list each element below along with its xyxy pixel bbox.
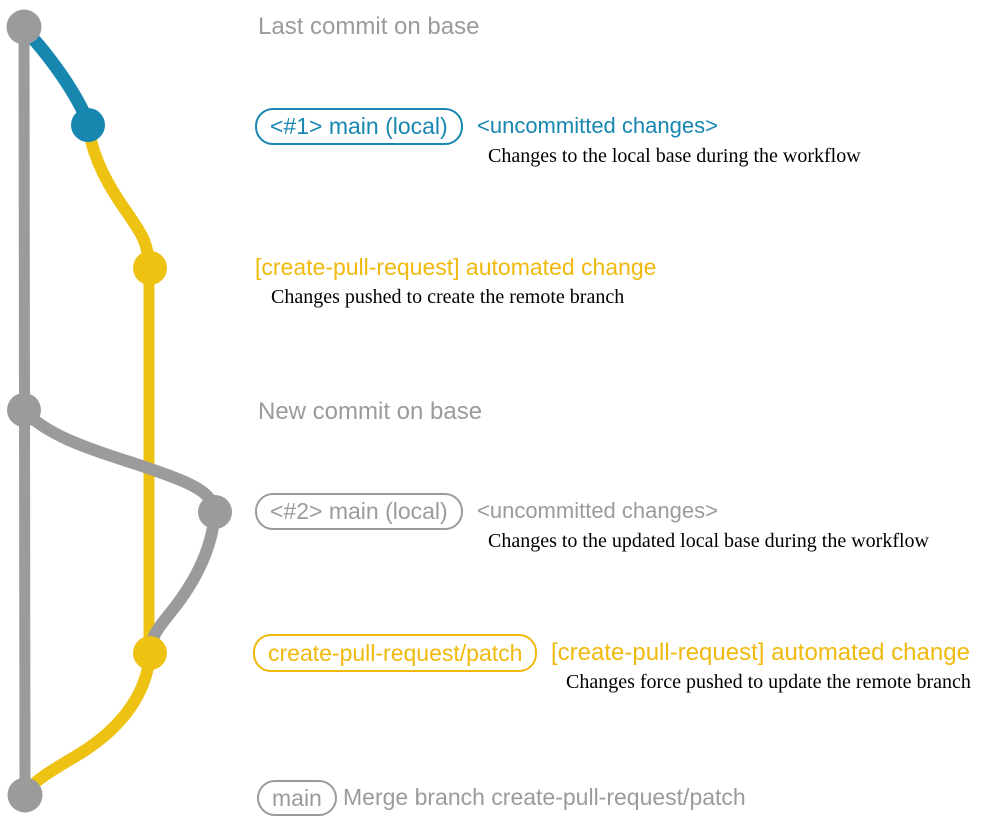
merge-commit-message: Merge branch create-pull-request/patch	[343, 784, 746, 810]
commit-node-new-commit-on-base	[7, 393, 41, 427]
commit-node-uncommitted-2	[198, 495, 232, 529]
commit-node-automated-change-2	[133, 636, 167, 670]
merge-curve	[20, 647, 156, 798]
automated-change-1-description: Changes pushed to create the remote bran…	[271, 286, 625, 308]
commit-node-last-commit-on-base	[6, 9, 42, 45]
push-1-curve	[82, 121, 155, 271]
uncommitted-changes-1-label: <uncommitted changes>	[477, 113, 718, 138]
automated-change-2-description: Changes force pushed to update the remot…	[566, 671, 971, 693]
caption-new-commit-on-base: New commit on base	[258, 398, 483, 425]
uncommitted-changes-2-description: Changes to the updated local base during…	[488, 530, 929, 552]
uncommitted-changes-1-description: Changes to the local base during the wor…	[488, 145, 861, 167]
commit-node-merge	[7, 777, 43, 813]
branch-badge-main: main	[257, 780, 337, 816]
commit-node-uncommitted-1	[71, 108, 105, 142]
branch-badge-create-pull-request-patch: create-pull-request/patch	[253, 634, 538, 672]
caption-last-commit-on-base: Last commit on base	[258, 13, 480, 40]
uncommitted-changes-2-label: <uncommitted changes>	[477, 498, 718, 523]
automated-change-1-label: [create-pull-request] automated change	[255, 254, 657, 280]
branch-badge-main-local-2: <#2> main (local)	[255, 493, 463, 530]
commit-node-automated-change-1	[133, 251, 167, 285]
branch-badge-main-local-1: <#1> main (local)	[255, 108, 463, 145]
rebase-curve	[144, 506, 221, 658]
new-commit-curve	[18, 404, 221, 518]
local-change-1-curve	[17, 22, 95, 129]
git-graph	[6, 9, 232, 813]
automated-change-2-label: [create-pull-request] automated change	[551, 639, 970, 666]
